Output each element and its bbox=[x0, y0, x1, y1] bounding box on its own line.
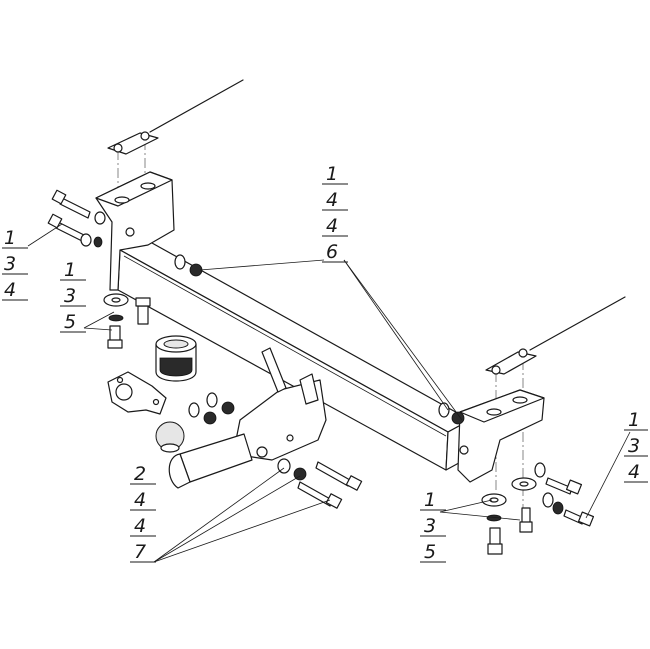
callout-left-lower: 1 3 5 bbox=[60, 259, 86, 333]
callout-number: 3 bbox=[628, 435, 640, 457]
left-side-bracket bbox=[95, 171, 175, 291]
callout-number: 3 bbox=[64, 285, 76, 307]
callout-bottom-left: 2 4 4 7 bbox=[130, 463, 156, 563]
callout-number: 4 bbox=[326, 189, 338, 211]
fastener-set-right bbox=[481, 462, 595, 555]
callout-number: 6 bbox=[326, 241, 338, 263]
callout-number: 3 bbox=[4, 253, 16, 275]
left-mounting-rod bbox=[107, 79, 244, 300]
leader-lines bbox=[27, 223, 631, 563]
callout-right-upper: 1 3 4 bbox=[624, 409, 648, 483]
callout-number: 5 bbox=[64, 311, 76, 333]
fastener-set-hitch bbox=[188, 392, 363, 509]
callout-top-center: 1 4 4 6 bbox=[322, 163, 348, 263]
right-side-bracket bbox=[457, 389, 545, 483]
callout-number: 3 bbox=[424, 515, 436, 537]
callout-number: 4 bbox=[628, 461, 640, 483]
callout-number: 2 bbox=[134, 463, 146, 485]
callout-number: 1 bbox=[4, 227, 16, 249]
callout-number: 7 bbox=[134, 541, 146, 563]
callout-number: 1 bbox=[628, 409, 640, 431]
callout-number: 1 bbox=[64, 259, 76, 281]
callout-number: 1 bbox=[424, 489, 436, 511]
callout-number: 4 bbox=[326, 215, 338, 237]
electrical-socket bbox=[155, 335, 197, 382]
socket-plate bbox=[107, 371, 167, 415]
callout-number: 5 bbox=[424, 541, 436, 563]
callout-right-lower: 1 3 5 bbox=[420, 489, 446, 563]
callout-number: 4 bbox=[134, 489, 146, 511]
right-mounting-rod bbox=[485, 296, 626, 520]
callout-number: 1 bbox=[326, 163, 338, 185]
fastener-set-beam bbox=[174, 254, 465, 425]
callout-number: 4 bbox=[134, 515, 146, 537]
fastener-set-left-top bbox=[47, 189, 106, 248]
fastener-set-left-bottom bbox=[103, 293, 151, 349]
callout-number: 4 bbox=[4, 279, 16, 301]
tow-hitch bbox=[155, 347, 327, 489]
callout-left-upper: 1 3 4 bbox=[2, 227, 28, 301]
